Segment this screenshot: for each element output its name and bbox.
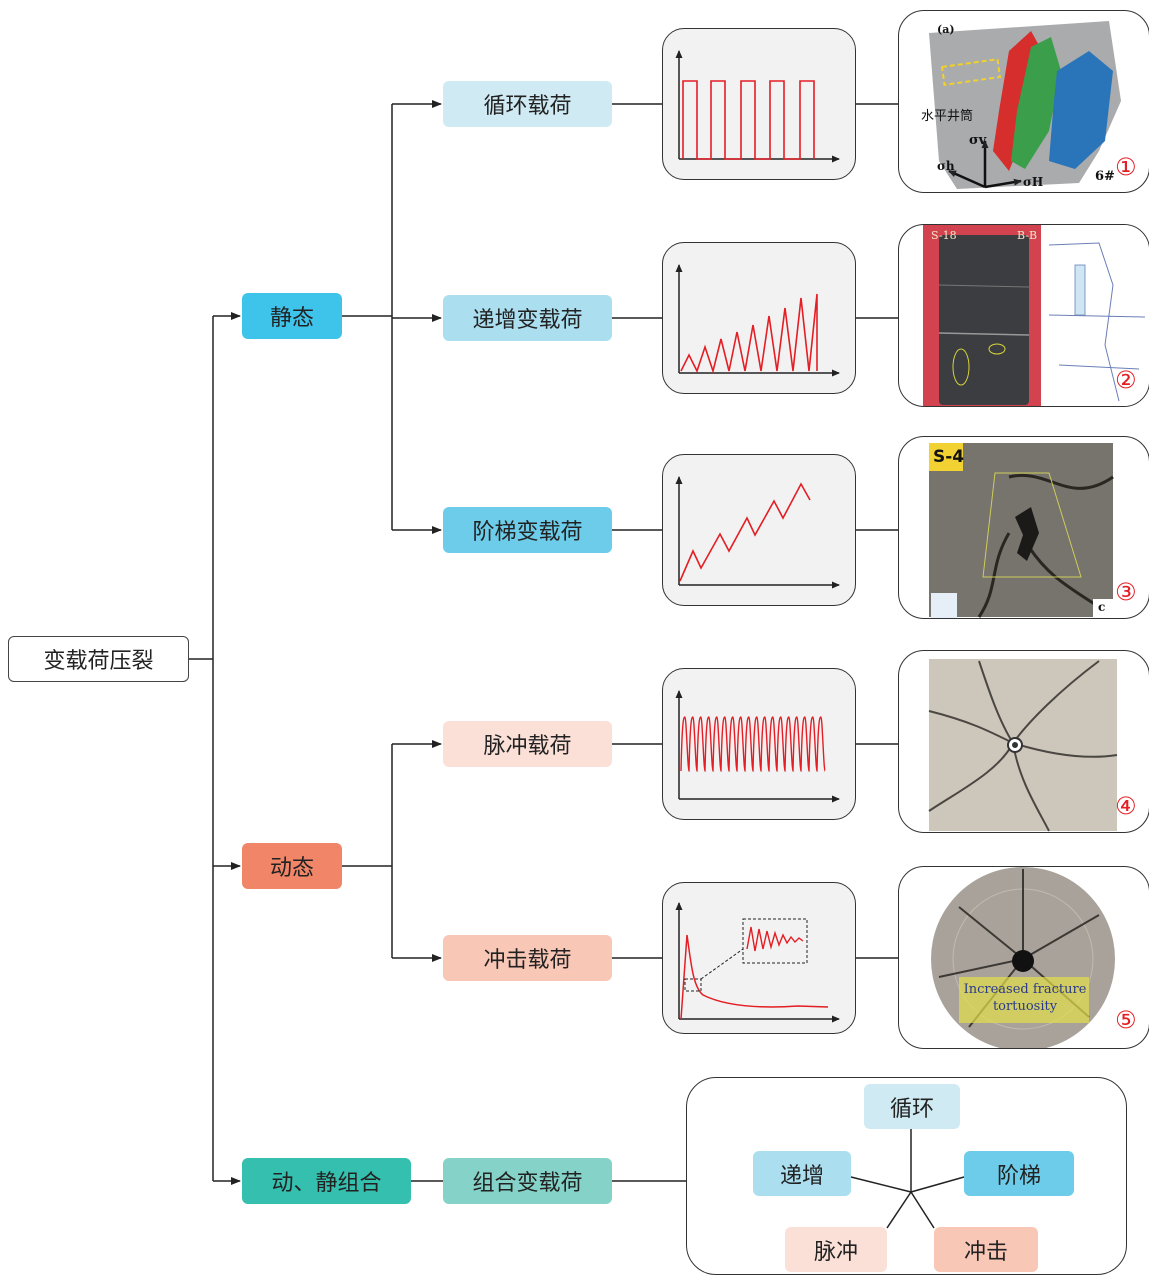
photo-1-label-sh: σh [937,159,955,173]
combo-item-step[interactable]: 阶梯 [964,1151,1074,1196]
photo-1-label-sv: σv [969,133,987,148]
category-combined-label: 动、静组合 [271,1171,382,1196]
category-static-label: 静态 [269,306,314,331]
photo-5-disc-specimen: Increased fracture tortuosity [898,866,1149,1049]
combo-item-step-label: 阶梯 [996,1163,1041,1189]
combo-item-incremental-label: 递增 [779,1163,824,1189]
photo-1-label-id: 6# [1095,169,1115,184]
photo-4-cube-specimen [898,650,1149,833]
load-impact-label: 冲击载荷 [483,948,572,973]
combo-item-impact-label: 冲击 [963,1239,1008,1265]
load-incremental-label: 递增变载荷 [472,308,583,333]
category-dynamic-label: 动态 [269,856,314,881]
waveform-incremental [675,264,840,377]
root-node[interactable]: 变载荷压裂 [8,636,189,682]
combo-item-cyclic-label: 循环 [889,1096,934,1122]
photo-1-label-well: 水平井筒 [921,109,974,124]
photo-3-fracture-surface: S-4 c [898,436,1149,619]
combo-item-impact[interactable]: 冲击 [934,1227,1038,1272]
load-step[interactable]: 阶梯变载荷 [443,507,612,553]
combo-item-pulse-label: 脉冲 [813,1239,858,1265]
combined-star-lines [850,1129,965,1229]
photo-1-label-sH: σH [1023,175,1044,189]
waveform-cyclic-panel [662,28,856,180]
category-static[interactable]: 静态 [242,293,342,339]
photo-2-label-section: B-B [1017,229,1038,242]
category-dynamic[interactable]: 动态 [242,843,342,889]
photo-1-fracture-model: (a) 水平井筒 σv σh σH 6# [898,10,1149,193]
load-step-label: 阶梯变载荷 [472,520,583,545]
load-cyclic[interactable]: 循环载荷 [443,81,612,127]
combo-item-incremental[interactable]: 递增 [753,1151,851,1196]
load-pulse-label: 脉冲载荷 [483,734,572,759]
marker-1: ① [1115,153,1137,181]
waveform-impact [675,902,840,1023]
combined-load-panel: 循环 递增 阶梯 脉冲 冲击 [686,1077,1127,1275]
waveform-pulse [675,690,840,803]
load-combined[interactable]: 组合变载荷 [443,1158,612,1204]
combo-item-pulse[interactable]: 脉冲 [785,1227,887,1272]
waveform-step [675,476,840,589]
load-pulse[interactable]: 脉冲载荷 [443,721,612,767]
waveform-cyclic [675,50,840,163]
marker-2: ② [1115,366,1137,394]
load-impact[interactable]: 冲击载荷 [443,935,612,981]
photo-2-label-id: S-18 [931,229,957,242]
waveform-incremental-panel [662,242,856,394]
marker-5: ⑤ [1115,1006,1137,1034]
photo-3-label-sub: c [1098,600,1106,614]
load-cyclic-label: 循环载荷 [483,94,572,119]
root-label: 变载荷压裂 [43,649,154,674]
photo-1-label-a: (a) [937,23,955,36]
marker-3: ③ [1115,578,1137,606]
waveform-step-panel [662,454,856,606]
load-incremental[interactable]: 递增变载荷 [443,295,612,341]
waveform-pulse-panel [662,668,856,820]
photo-2-core-sample: S-18 B-B [898,224,1149,407]
waveform-impact-panel [662,882,856,1034]
photo-5-caption: Increased fracture tortuosity [963,982,1087,1014]
category-combined[interactable]: 动、静组合 [242,1158,411,1204]
load-combined-label: 组合变载荷 [472,1171,583,1196]
photo-3-label-id: S-4 [933,447,965,467]
combo-item-cyclic[interactable]: 循环 [864,1084,960,1129]
marker-4: ④ [1115,792,1137,820]
